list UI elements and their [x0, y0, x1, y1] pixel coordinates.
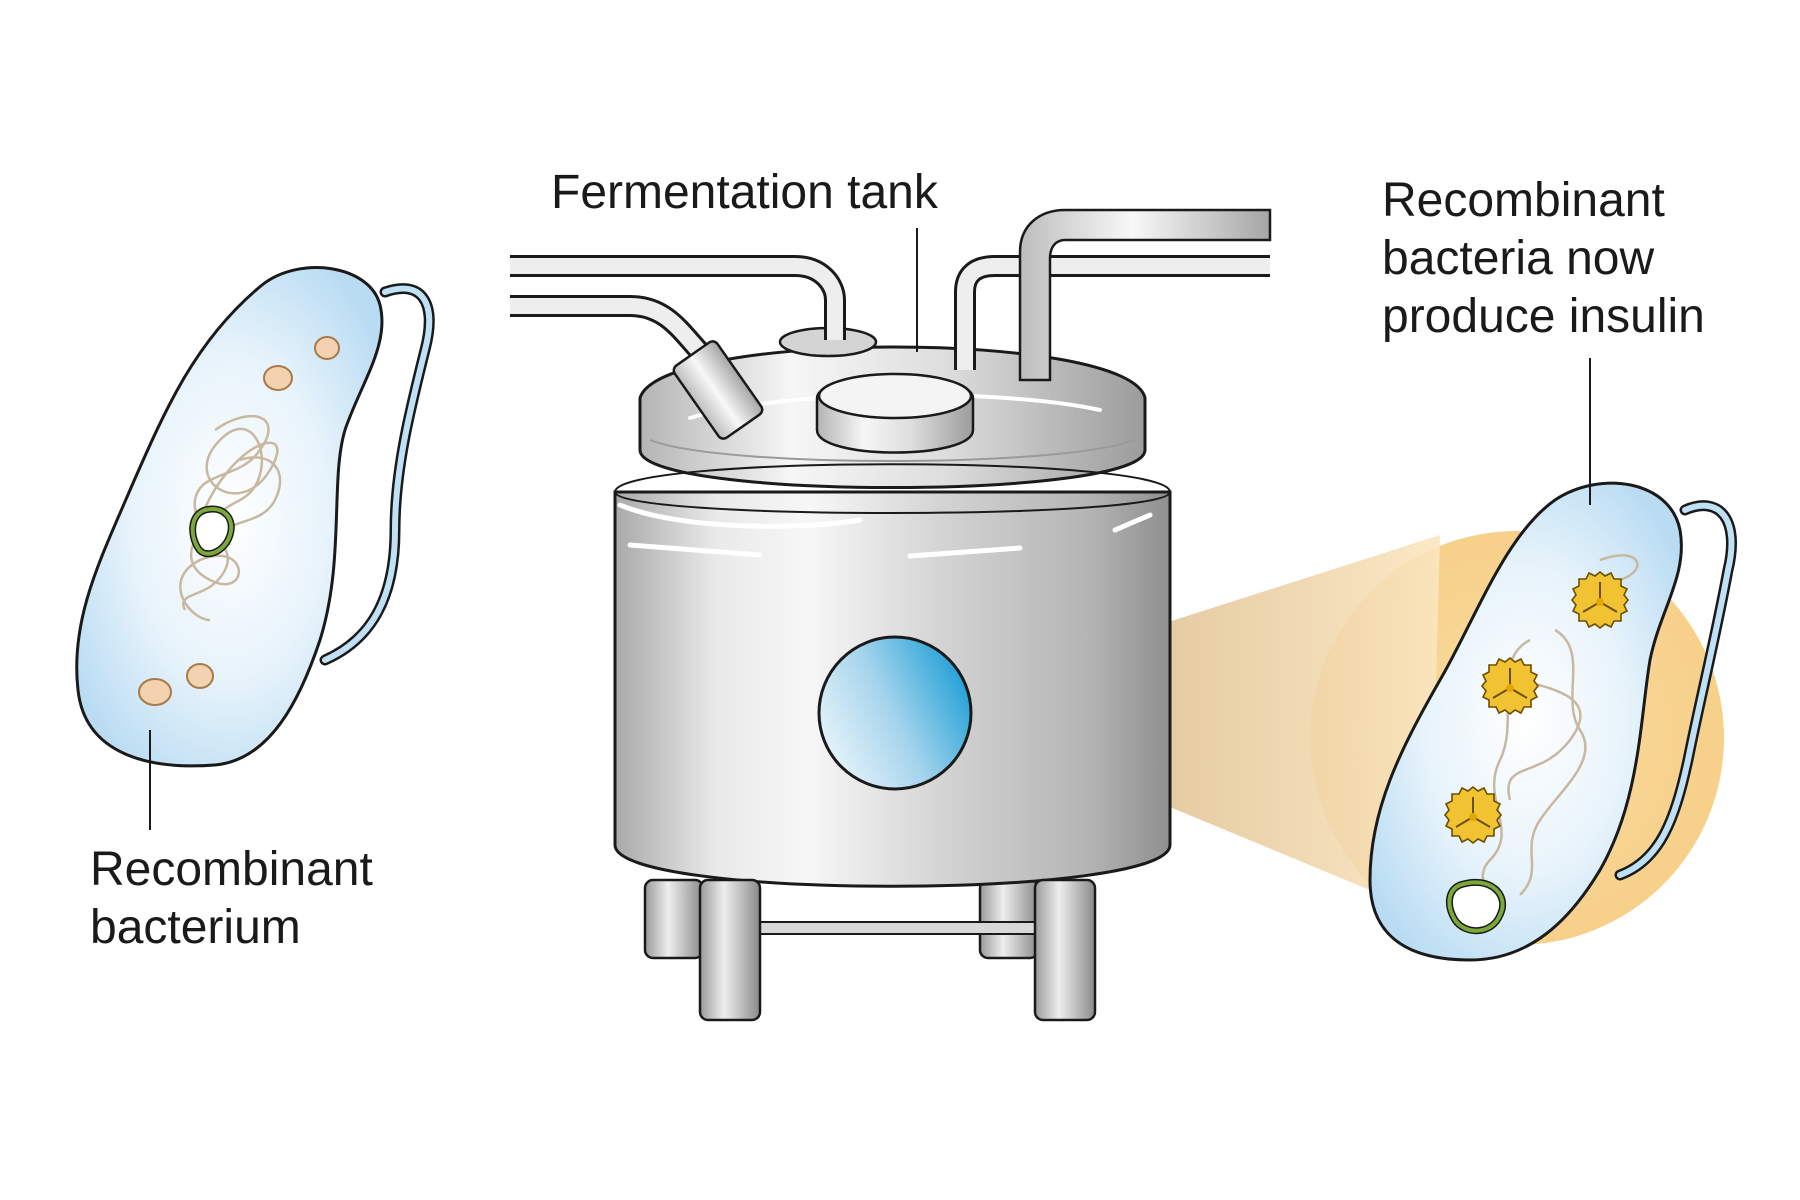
granules: [138, 336, 340, 706]
left-label-line-1: Recombinant: [90, 843, 373, 896]
tank-window: [817, 635, 973, 791]
left-bacterium: [75, 266, 435, 830]
right-label-line-2: bacteria now: [1382, 232, 1655, 285]
fermentation-tank-label-text: Fermentation tank: [551, 166, 938, 219]
recombinant-bacterium-label: Recombinant bacterium: [90, 841, 373, 957]
fermentation-tank-label: Fermentation tank: [551, 164, 938, 222]
right-label-line-3: produce insulin: [1382, 290, 1705, 343]
insulin-granule-icon: [1444, 786, 1502, 844]
fermentation-tank-icon: [510, 208, 1272, 1022]
insulin-granule-icon: [1481, 657, 1539, 715]
right-label-line-1: Recombinant: [1382, 174, 1665, 227]
left-label-line-2: bacterium: [90, 901, 301, 954]
insulin-granule-icon: [1571, 571, 1629, 629]
insulin-producing-bacteria-label: Recombinant bacteria now produce insulin: [1382, 172, 1705, 346]
right-bacterium: [1368, 358, 1737, 962]
